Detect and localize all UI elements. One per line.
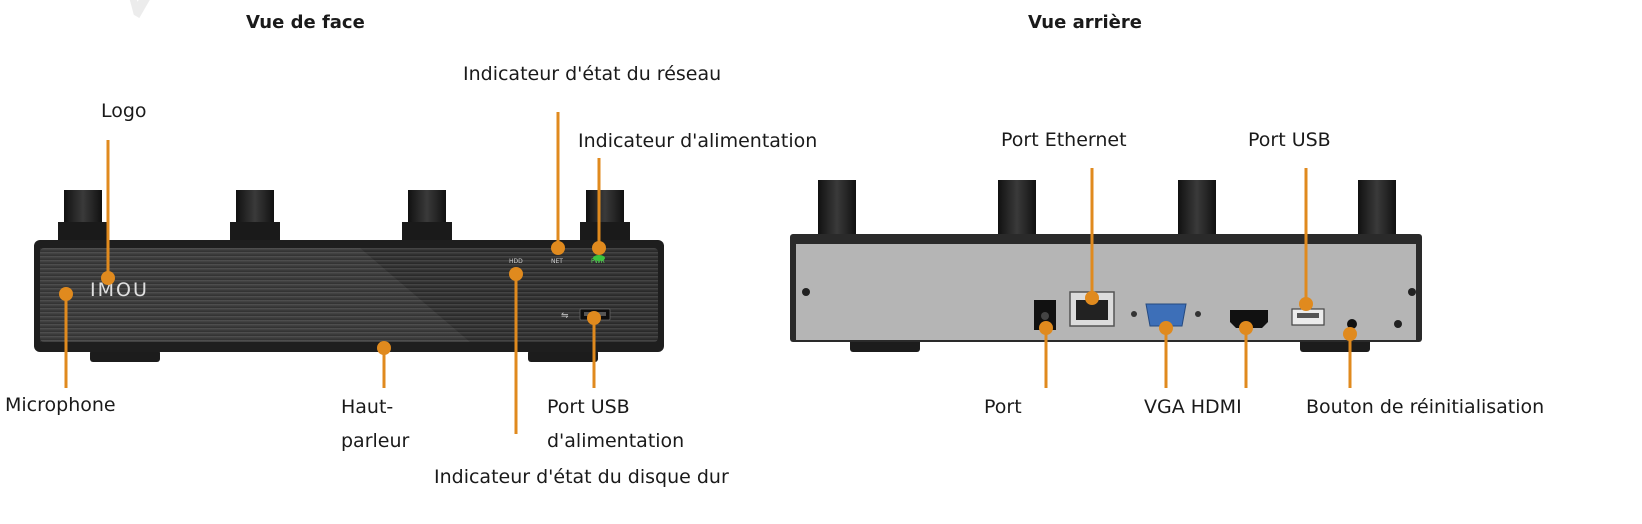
label-vga-hdmi: VGA HDMI xyxy=(1144,396,1242,418)
callout-logo-dot xyxy=(101,271,115,285)
front-antenna-4 xyxy=(580,190,630,248)
label-usb: Port USB xyxy=(1248,129,1331,151)
svg-text:⇋: ⇋ xyxy=(561,311,569,321)
callout-hdd-dot xyxy=(509,267,523,281)
front-foot-right xyxy=(528,350,598,362)
rear-vga-port xyxy=(1131,303,1201,327)
label-network-indicator: Indicateur d'état du réseau xyxy=(463,63,722,85)
rear-usb-port xyxy=(1291,308,1325,326)
front-antenna-3 xyxy=(402,190,452,248)
label-power-indicator: Indicateur d'alimentation xyxy=(578,130,818,152)
callout-network-dot xyxy=(551,241,565,255)
label-ethernet: Port Ethernet xyxy=(1001,129,1127,151)
rear-hdmi-port xyxy=(1230,310,1268,328)
front-panel xyxy=(40,248,658,342)
hdd-tiny-label: HDD xyxy=(509,258,523,265)
label-usb-power-line1: Port USB xyxy=(547,396,630,418)
callout-port-dot xyxy=(1039,321,1053,335)
callout-ethernet-dot xyxy=(1085,291,1099,305)
callout-microphone-dot xyxy=(59,287,73,301)
front-usb-port: ⇋ xyxy=(561,308,611,321)
front-antenna-1 xyxy=(58,190,108,248)
rear-device xyxy=(790,180,1422,352)
front-foot-left xyxy=(90,350,160,362)
label-reset: Bouton de réinitialisation xyxy=(1306,396,1545,418)
front-antenna-2 xyxy=(230,190,280,248)
rear-reset-button xyxy=(1347,319,1357,329)
front-device: IMOU HDD NET PWR ⇋ xyxy=(34,190,664,362)
label-port: Port xyxy=(984,396,1022,418)
label-speaker-line2: parleur xyxy=(341,430,410,452)
callout-reset-dot xyxy=(1343,327,1357,341)
callout-usb-dot xyxy=(1299,297,1313,311)
callout-power-dot xyxy=(592,241,606,255)
net-tiny-label: NET xyxy=(551,258,563,265)
label-usb-power-line2: d'alimentation xyxy=(547,430,685,452)
callout-speaker-dot xyxy=(377,341,391,355)
brand-logo: IMOU xyxy=(90,279,149,301)
callouts xyxy=(59,112,1357,434)
rear-view-title: Vue arrière xyxy=(1028,12,1142,33)
pwr-tiny-label: PWR xyxy=(591,258,605,265)
label-speaker-line1: Haut- xyxy=(341,396,394,418)
label-hdd-indicator: Indicateur d'état du disque dur xyxy=(434,466,729,488)
rear-power-port xyxy=(1034,300,1056,330)
callout-vga-dot xyxy=(1159,321,1173,335)
label-logo: Logo xyxy=(101,100,147,122)
power-led xyxy=(593,255,605,261)
callout-hdmi-dot xyxy=(1239,321,1253,335)
label-microphone: Microphone xyxy=(5,394,116,416)
callout-usb-power-dot xyxy=(587,311,601,325)
front-view-title: Vue de face xyxy=(246,12,365,33)
